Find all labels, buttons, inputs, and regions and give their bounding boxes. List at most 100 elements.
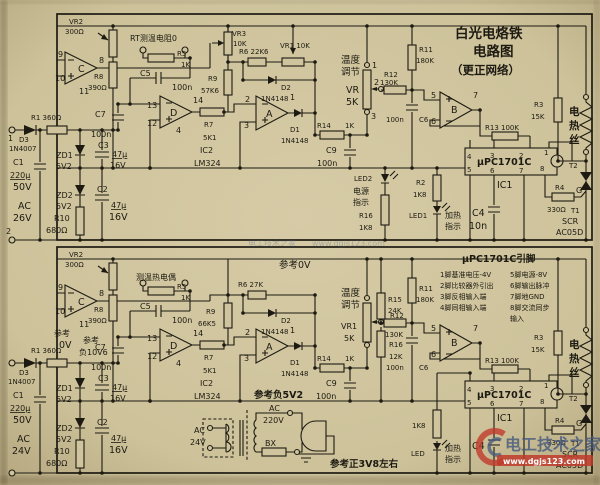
lbl-b-p13: 13 [147,334,157,343]
lbl-b-hw2: 热 [569,352,580,365]
lbl-t-ac: AC [18,201,31,212]
lbl-t-r7: R7 [204,121,213,129]
lbl-t-t1l: T1 [570,207,580,215]
lbl-t-oaA: A [266,109,273,120]
watermark-logo-icon [475,428,506,466]
lbl-b-r9: R9 [206,308,215,316]
lbl-t-r6: R6 22K6 [239,48,269,56]
lbl-b-zd1v: 5V2 [56,395,72,404]
lbl-b-bx: BX [265,439,276,448]
lbl-t-r12: R12 [384,71,398,79]
lbl-b-c6: C6 [419,364,429,372]
lbl-b-p2: 2 [245,328,250,337]
lbl-b-r10: R10 [54,447,70,456]
lbl-t-c3vv: 16V [110,161,126,170]
lbl-b-r11: R11 [419,285,433,293]
lbl-b-r3: R3 [534,334,543,342]
lbl-t-scrv: AC05D [556,228,583,237]
lbl-t-vr1: VR1 10K [280,42,310,50]
lbl-t-c5: C5 [140,69,151,78]
resistor-led-series [432,409,442,439]
resistor-r15 [376,292,386,320]
lbl-b-scr: SCR [562,450,579,459]
lbl-b-r9v: 66K5 [198,320,216,328]
lbl-b-ht2: 指示 [445,454,461,464]
lbl-t-c4: C4 [472,208,485,219]
lbl-b-g: G [576,419,582,428]
lbl-b-r6: R6 27K [238,281,263,289]
lbl-b-r7v: 5K1 [203,367,217,375]
lbl-b-oaB: B [451,338,458,349]
lbl-b-c3: C3 [98,374,109,383]
lbl-b-xfac2: AC [269,404,280,413]
lbl-b-refc1: 参考 [54,328,70,338]
lbl-t-d2: D2 [281,84,291,92]
lbl-b-p10: 10 [55,307,65,316]
pinout-line: 3脚反相输入端 [440,292,486,301]
lbl-t-r11: R11 [419,46,433,54]
lbl-t-u2: 2 [519,152,523,160]
lbl-b-hw3: 丝 [569,366,580,379]
lbl-t-zd2v: 5V2 [56,202,72,211]
lbl-b-t1l: T1 [570,440,580,448]
lbl-t-r16v: 1K8 [359,224,373,232]
lbl-b-r10v: 680Ω [46,459,67,468]
lbl-b-vr2: VR2 [69,251,83,259]
watermark-url-bar [497,455,593,466]
lbl-b-p14: 14 [193,329,203,338]
lbl-t-r1: R1 360Ω [31,114,62,122]
terminal-circle [8,469,16,477]
lbl-b-r3v: 15K [531,346,545,354]
lbl-b-p1: 1 [290,326,295,335]
lbl-t-t1: 1 [8,134,13,143]
lbl-t-c4v: 10n [469,221,487,232]
lbl-t-vr3: VR3 [232,30,246,38]
lbl-t-d3: D3 [19,136,29,144]
lbl-t-u4: 4 [467,153,472,161]
lbl-t-ic1: IC1 [497,180,512,191]
lbl-t-zd2: ZD2 [56,191,73,200]
lbl-b-r12v: 130K [385,331,403,339]
lbl-b-r12: R12 [390,312,404,320]
lbl-b-r7: R7 [204,354,213,362]
lbl-b-d2: D2 [281,317,291,325]
lbl-b-u2: 2 [519,385,523,393]
lbl-t-ic2v: LM324 [194,159,221,168]
lbl-t-tj1: 温度 [341,54,361,66]
lbl-t-p2: 2 [245,95,250,104]
lbl-b-p6: 6 [431,350,436,359]
watermark-faint-brand: 电工技术之家 [248,238,296,248]
lbl-t-g: G [576,186,582,195]
pinout-line: 1脚基准电压-4V [440,270,491,279]
lbl-t-vr: VR [346,85,359,96]
lbl-b-u5: 5 [467,399,471,407]
lbl-t-ht2: 指示 [445,221,461,231]
lbl-b-u1: 1 [544,382,548,390]
lbl-b-u7: 7 [519,400,523,408]
lbl-t-c2vv: 16V [109,212,128,223]
lbl-b-r8: R8 [94,306,103,314]
lbl-t-led1: LED1 [409,212,427,220]
winding-terminal [206,424,214,432]
pinout-line: 2脚比较器外引出 [440,281,493,290]
lbl-b-refn2: 负10V6 [79,347,108,357]
lbl-b-ic2v: LM324 [194,392,221,401]
lbl-b-c5v: 100n [172,316,192,325]
top-labels: 1 D3 1N4007 R1 360Ω C1 220μ 50V AC 26V 2… [6,18,583,237]
lbl-b-c1: C1 [13,391,24,400]
lbl-t-r14v: 1K [345,122,354,130]
lbl-b-ht1: 加热 [445,443,461,453]
lbl-t-r9v: 57K6 [201,87,219,95]
bottom-only-wiring [148,257,472,475]
lbl-b-r1: R1 360Ω [31,347,62,355]
lbl-t-c6: C6 [419,116,429,124]
lbl-t-p13: 13 [147,101,157,110]
lbl-t-c6v: 100n [386,116,404,124]
lbl-t-vr2: VR2 [69,18,83,26]
lbl-t-p11: 11 [79,87,89,96]
lbl-b-c3vv: 16V [110,394,126,403]
lbl-t-pw1: 电源 [353,186,369,196]
lbl-t-c2: C2 [97,185,108,194]
lbl-t-r2v: 1K8 [413,191,427,199]
fuse-bx [261,447,287,457]
